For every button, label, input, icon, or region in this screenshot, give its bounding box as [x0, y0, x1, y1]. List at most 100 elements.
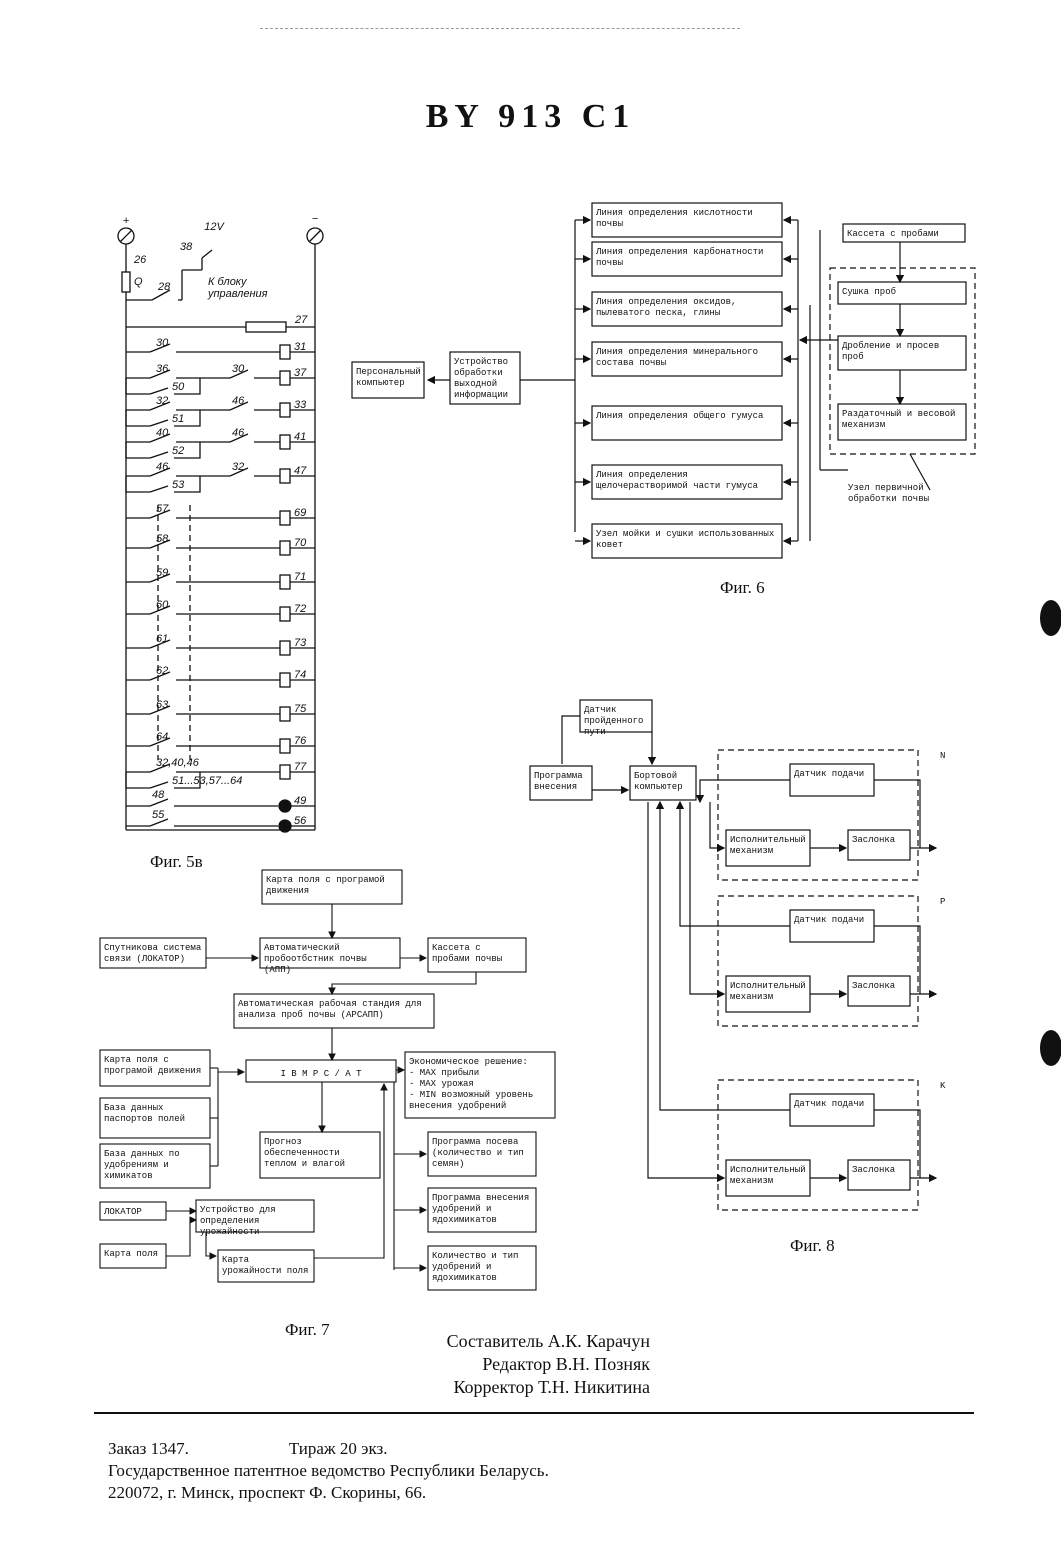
minus-label: − — [312, 213, 319, 225]
relay-coil — [280, 345, 290, 359]
text-line: 48 — [152, 789, 165, 801]
cassette7-box-text: Кассета спробами почвы — [432, 943, 502, 964]
text-line: обработки почвы — [848, 494, 929, 504]
text-line: 38 — [180, 241, 193, 253]
text-line: P — [940, 897, 945, 907]
yieldmap-to-ibm — [314, 1084, 384, 1258]
text-line: Экономическое решение: — [409, 1057, 528, 1067]
text-line: пробами почвы — [432, 954, 502, 964]
line-box-5-text: Линия определениящелочерастворимой части… — [595, 470, 759, 491]
cassette-to-station — [332, 972, 476, 994]
ibm-text: I B M P C / A T — [280, 1069, 362, 1079]
line-box-1-text: Линия определения карбонатностипочвы — [595, 247, 763, 268]
relay-contact — [150, 420, 168, 426]
coil-label: 73 — [294, 637, 307, 649]
field-map-box-text: Карта поля — [104, 1249, 158, 1259]
locator-box-text: ЛОКАТОР — [103, 1207, 142, 1217]
station-box-text: Автоматическая рабочая стандия дляанализ… — [238, 999, 422, 1020]
text-line: К блоку — [208, 276, 248, 288]
label-27: 27 — [294, 314, 308, 326]
text-line: почвы — [596, 219, 623, 229]
text-line: 32 — [232, 461, 244, 473]
text-line: урожайности поля — [222, 1266, 308, 1276]
text-line: Карта поля с програмой — [266, 875, 385, 885]
text-line: 36 — [156, 363, 169, 375]
contact-label: 36 — [156, 363, 169, 375]
coil-label: 77 — [294, 761, 307, 773]
text-line: Датчик подачи — [794, 769, 864, 779]
text-line: Карта — [222, 1255, 250, 1265]
text-line: Линия определения — [595, 470, 688, 480]
fuse-q — [122, 272, 130, 292]
relay-coil — [280, 673, 290, 687]
switch-38 — [202, 250, 212, 258]
text-line: 50 — [172, 381, 185, 393]
contact-label: 48 — [152, 789, 165, 801]
credit-corrector: Корректор Т.Н. Никитина — [418, 1376, 650, 1399]
text-line: анализа проб почвы (АРСАПП) — [238, 1010, 384, 1020]
text-line: 46 — [156, 461, 169, 473]
fig5v-caption: Фиг. 5в — [150, 852, 203, 872]
fig7-diagram: Карта поля с програмойдвиженияСпутникова… — [100, 870, 555, 1290]
terminal-slash — [120, 230, 132, 242]
text-line: 27 — [294, 314, 308, 326]
office-name: Государственное патентное ведомство Респ… — [108, 1460, 549, 1482]
feed-sensor-0-text: Датчик подачи — [794, 769, 864, 779]
coil-label: 71 — [294, 571, 306, 583]
text-line: 75 — [294, 703, 307, 715]
text-line: N — [940, 751, 945, 761]
text-line: 46 — [232, 395, 245, 407]
sensor-to-program — [562, 716, 580, 764]
text-line: 72 — [294, 603, 306, 615]
feed-sensor-2-text: Датчик подачи — [794, 1099, 864, 1109]
text-line: K — [940, 1081, 946, 1091]
text-line: 26 — [133, 254, 147, 266]
output-box-1-text: Программа внесенияудобрений иядохимикато… — [432, 1193, 529, 1225]
text-line: 33 — [294, 399, 307, 411]
text-line: Датчик — [584, 705, 616, 715]
line-box-0-text: Линия определения кислотностипочвы — [595, 208, 753, 229]
label-28: 28 — [157, 281, 171, 293]
text-line: Заслонка — [852, 981, 896, 991]
relay-coil — [280, 469, 290, 483]
text-line: компьютер — [634, 782, 683, 792]
parallel-branch — [126, 378, 150, 394]
text-line: Датчик подачи — [794, 1099, 864, 1109]
sensor-to-computer-0 — [700, 780, 790, 802]
text-line: 71 — [294, 571, 306, 583]
text-line: Устройство — [454, 357, 508, 367]
contact-label: 46 — [232, 427, 245, 439]
lamp-label: 56 — [294, 815, 307, 827]
channel-tag-2: K — [940, 1081, 946, 1091]
text-line: удобрениям и — [104, 1160, 169, 1170]
onboard-box-text: Бортовойкомпьютер — [634, 771, 683, 792]
fig6-caption: Фиг. 6 — [720, 578, 765, 598]
text-line: 32 — [156, 395, 168, 407]
fig6-diagram: ПерсональныйкомпьютерУстройствообработки… — [352, 203, 975, 558]
text-line: Количество и тип — [432, 1251, 518, 1261]
fig8-diagram: ДатчикпройденногопутиПрограммавнесенияБо… — [530, 700, 946, 1210]
text-line: (АПП) — [264, 965, 291, 975]
fig8-caption: Фиг. 8 — [790, 1236, 835, 1256]
relay-contact — [150, 452, 168, 458]
text-line: 53 — [172, 479, 185, 491]
coil-label: 76 — [294, 735, 307, 747]
yield-map-box-text: Картаурожайности поля — [222, 1255, 308, 1276]
text-line: 32,40,46 — [156, 757, 200, 769]
text-line: 12V — [204, 221, 225, 233]
text-line: выходной — [454, 379, 497, 389]
text-line: Сушка проб — [842, 287, 896, 297]
coil-label: 41 — [294, 431, 306, 443]
text-line: состава почвы — [596, 358, 666, 368]
feed-sensor-1-text: Датчик подачи — [794, 915, 864, 925]
text-line: База данных по — [104, 1149, 180, 1159]
text-line: Программа — [534, 771, 583, 781]
text-line: 47 — [294, 465, 307, 477]
voltage-label: 12V — [204, 221, 225, 233]
text-line: Кассета с пробами — [847, 229, 939, 239]
prep-box-0-text: Сушка проб — [842, 287, 896, 297]
coil-label: 74 — [294, 669, 306, 681]
relay-coil — [280, 607, 290, 621]
actuator-0-text: Исполнительныймеханизм — [730, 835, 806, 856]
